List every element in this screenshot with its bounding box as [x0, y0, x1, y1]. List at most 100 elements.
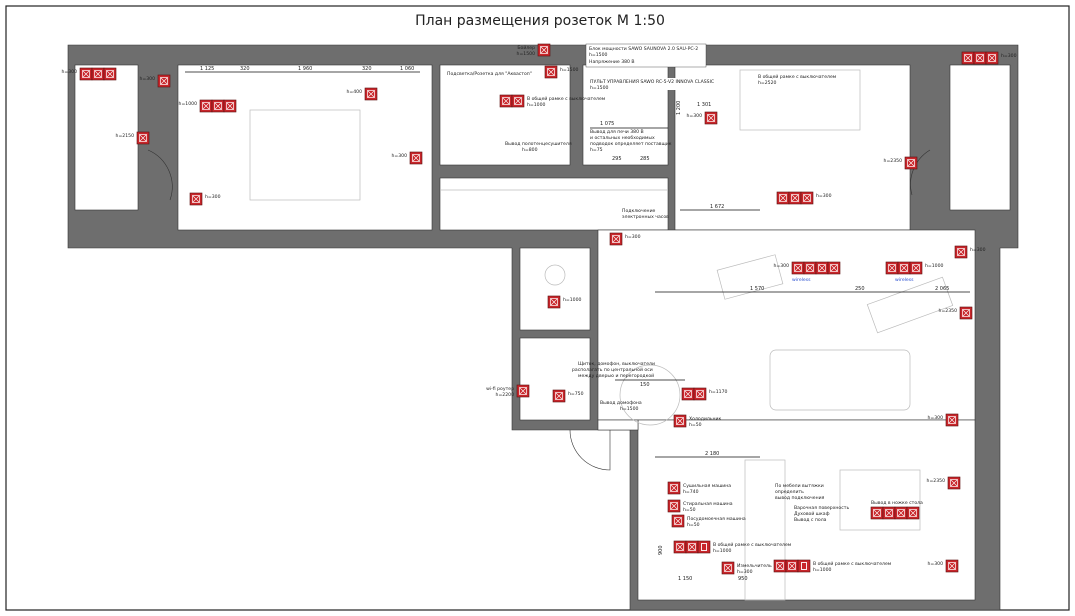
socket-group: h=750: [552, 389, 584, 403]
socket-glyph: [962, 309, 970, 317]
socket-glyph: [806, 264, 814, 272]
socket-glyph: [106, 70, 114, 78]
note-text: Варочная поверхность: [794, 505, 849, 511]
socket-glyph: [688, 543, 696, 551]
socket-label: h=300: [927, 561, 943, 567]
socket-group: h=300: [954, 245, 986, 259]
socket-glyph: [139, 134, 147, 142]
socket-glyph: [779, 194, 787, 202]
socket-glyph: [788, 562, 796, 570]
socket-label: h=2150: [116, 133, 135, 139]
socket-label: h=1000: [813, 567, 832, 573]
socket-glyph: [612, 235, 620, 243]
note-text: Вывод домофона: [600, 400, 642, 406]
socket-label: h=1170: [709, 389, 728, 395]
entry-door: [569, 429, 611, 471]
socket-glyph: [909, 509, 917, 517]
socket-label: h=2200: [496, 392, 515, 398]
socket-label: Холодильник: [689, 416, 721, 422]
socket-glyph: [957, 248, 965, 256]
socket-glyph: [897, 509, 905, 517]
note-text: h=2520: [758, 80, 777, 86]
socket-glyph: [962, 309, 970, 317]
socket-glyph: [957, 248, 965, 256]
socket-group: h=2350: [939, 306, 973, 320]
socket-label: h=300: [139, 76, 155, 82]
note-text: подводок определяет поставщик: [590, 142, 672, 147]
balcony-door-right: [910, 149, 931, 196]
socket-glyph: [776, 562, 784, 570]
socket-glyph: [514, 97, 522, 105]
socket-glyph: [907, 159, 915, 167]
socket-group: Вывод в ножке стола: [870, 500, 923, 520]
socket-label: Вывод в ножке стола: [871, 500, 923, 506]
socket-glyph: [412, 154, 420, 162]
socket-group: h=300: [139, 74, 171, 88]
dimension-label: 2 180: [705, 451, 719, 457]
socket-glyph: [964, 54, 972, 62]
socket-glyph: [670, 484, 678, 492]
socket-label: Бойлер: [517, 44, 535, 51]
wireless-label: wireless: [895, 277, 914, 283]
note-text: В общей рамке с выключателем: [758, 73, 837, 80]
dimension-label: 1 150: [678, 576, 692, 582]
note-text: электронных часов: [622, 215, 669, 220]
socket-glyph: [214, 102, 222, 110]
socket-groups: h=300h=300h=1000h=2150h=300h=400h=300Бой…: [61, 43, 1017, 575]
note-text: Вывод для печи 380 В: [590, 129, 644, 135]
socket-label: h=750: [568, 391, 584, 397]
socket-glyph: [139, 134, 147, 142]
switch-glyph: [801, 562, 807, 570]
socket-group: h=300: [776, 191, 832, 205]
socket-group: h=300: [927, 413, 959, 427]
socket-glyph: [696, 390, 704, 398]
socket-glyph: [803, 194, 811, 202]
socket-glyph: [950, 479, 958, 487]
socket-glyph: [202, 102, 210, 110]
dimension-label: 1 570: [750, 286, 764, 292]
socket-glyph: [724, 564, 732, 572]
socket-glyph: [900, 264, 908, 272]
socket-glyph: [948, 416, 956, 424]
socket-label: h=740: [683, 489, 699, 495]
socket-glyph: [676, 543, 684, 551]
sofa: [769, 349, 911, 411]
socket-glyph: [670, 484, 678, 492]
note-text: определить: [775, 490, 804, 495]
toilet-bowl: [544, 264, 566, 286]
dimension-label: 1 060: [400, 66, 414, 72]
annotations: Блок мощности SAWO SAUNOVA 2.0 SAU-PC-2 …: [447, 43, 914, 523]
socket-glyph: [794, 264, 802, 272]
bedroom-left: [177, 64, 433, 231]
socket-glyph: [519, 387, 527, 395]
socket-glyph: [502, 97, 510, 105]
socket-glyph: [82, 70, 90, 78]
note-text: Блок мощности SAWO SAUNOVA 2.0 SAU-PC-2: [589, 46, 698, 52]
bed-right: [739, 69, 861, 131]
corridor: [439, 177, 669, 231]
note-text: h=1500: [589, 52, 608, 58]
socket-label: h=300: [686, 113, 702, 119]
socket-group: h=300: [961, 51, 1017, 65]
socket-glyph: [550, 298, 558, 306]
socket-group: h=300: [773, 261, 841, 275]
socket-glyph: [160, 77, 168, 85]
dimension-label: 250: [855, 286, 865, 292]
tv-stand: [866, 276, 954, 334]
balcony-right: [949, 64, 1011, 211]
dimension-label: 1 672: [710, 204, 724, 210]
socket-glyph: [676, 543, 684, 551]
note-text: вывод подключения: [775, 496, 825, 501]
socket-group: h=1000: [179, 99, 237, 113]
toilet: [519, 247, 591, 331]
socket-glyph: [806, 264, 814, 272]
socket-glyph: [830, 264, 838, 272]
socket-label: h=2350: [927, 478, 946, 484]
socket-glyph: [696, 390, 704, 398]
remote-note-box: [588, 78, 718, 90]
socket-glyph: [873, 509, 881, 517]
